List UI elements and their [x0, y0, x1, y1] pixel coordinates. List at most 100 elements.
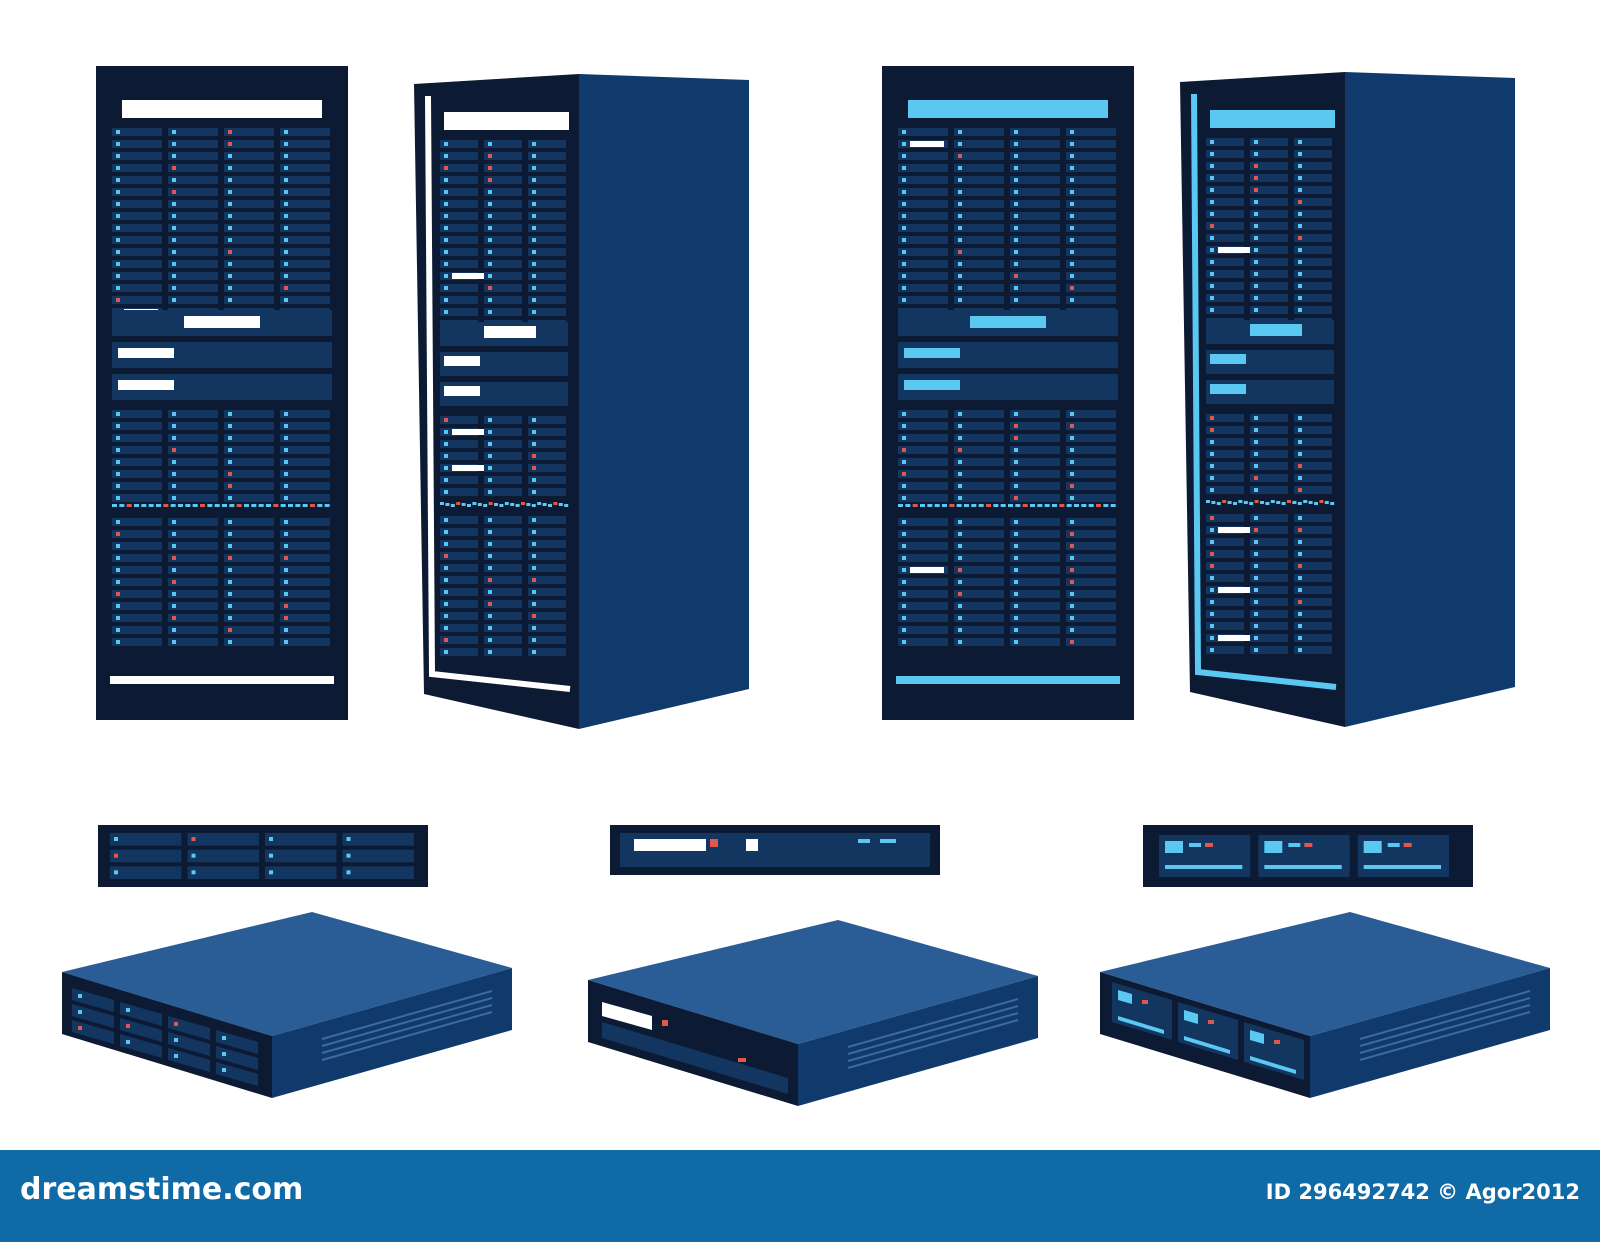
status-led — [488, 530, 492, 534]
status-led — [488, 310, 492, 314]
status-led — [532, 142, 536, 146]
status-led — [1298, 416, 1302, 420]
status-led — [902, 592, 906, 596]
status-led — [958, 238, 962, 242]
status-led — [228, 604, 232, 608]
status-led — [1254, 464, 1258, 468]
status-led — [172, 472, 176, 476]
drive-slot — [1066, 578, 1116, 586]
drive-slot — [280, 176, 330, 184]
status-led — [1210, 176, 1214, 180]
status-led — [284, 520, 288, 524]
status-led — [958, 532, 962, 536]
drive-slot — [1010, 422, 1060, 430]
drive-slot — [1250, 538, 1288, 546]
status-led — [1070, 226, 1074, 230]
status-led — [1254, 516, 1258, 520]
activity-bar — [910, 141, 944, 147]
status-led — [1304, 843, 1313, 847]
drive-bay — [110, 849, 182, 863]
status-led — [488, 578, 492, 582]
status-led — [902, 412, 906, 416]
status-led — [228, 496, 232, 500]
drive-slot — [1294, 306, 1332, 314]
drive-slot — [1294, 562, 1332, 570]
drive-slot — [1206, 562, 1244, 570]
status-led — [532, 554, 536, 558]
drive-slot — [1250, 198, 1288, 206]
brand-logo[interactable]: dreamstime.com — [20, 1172, 304, 1207]
divider-dot — [1227, 501, 1232, 504]
status-led — [1070, 520, 1074, 524]
drive-slot — [1010, 140, 1060, 148]
vent-line — [321, 1004, 493, 1054]
divider-dot — [1330, 502, 1335, 505]
status-led — [172, 154, 176, 158]
status-led — [532, 190, 536, 194]
drive-slot — [1250, 186, 1288, 194]
status-led — [284, 166, 288, 170]
status-led — [284, 190, 288, 194]
status-led — [532, 650, 536, 654]
drive-slot — [224, 590, 274, 598]
drive-slot — [1206, 622, 1244, 630]
status-led — [1254, 540, 1258, 544]
drive-slot — [1066, 590, 1116, 598]
status-led — [444, 578, 448, 582]
divider-dot — [273, 504, 279, 507]
divider-dot — [927, 504, 933, 507]
drive-slot — [280, 422, 330, 430]
status-led — [269, 853, 273, 858]
drive-slot — [898, 614, 948, 622]
drive-bay — [168, 1048, 210, 1072]
status-led — [1210, 272, 1214, 276]
divider-dot — [949, 504, 955, 507]
status-led — [1210, 164, 1214, 168]
drive-slot — [484, 540, 522, 548]
drive-slot — [1206, 438, 1244, 446]
author-name[interactable]: Agor2012 — [1465, 1180, 1580, 1204]
drive-slot — [1010, 284, 1060, 292]
status-led — [1210, 236, 1214, 240]
status-led — [532, 226, 536, 230]
drive-slot — [484, 176, 522, 184]
drive-slot — [440, 576, 478, 584]
drive-slot — [280, 518, 330, 526]
drive-bay — [120, 1002, 162, 1026]
drive-slot — [528, 416, 566, 424]
status-led — [958, 604, 962, 608]
drive-slot — [440, 612, 478, 620]
status-led — [284, 448, 288, 452]
status-led — [284, 580, 288, 584]
drive-slot — [280, 152, 330, 160]
status-led — [1298, 152, 1302, 156]
status-led — [1298, 272, 1302, 276]
unit-label — [444, 386, 480, 396]
divider-dot — [1074, 504, 1079, 507]
drive-slot — [168, 260, 218, 268]
status-led — [902, 214, 906, 218]
drive-slot — [898, 458, 948, 466]
drive-slot — [954, 224, 1004, 232]
divider-dot — [1037, 504, 1043, 507]
drive-slot — [168, 446, 218, 454]
drive-slot — [168, 176, 218, 184]
status-led — [116, 262, 120, 266]
drive-slot — [1294, 426, 1332, 434]
drive-slot — [1250, 246, 1288, 254]
status-led — [532, 590, 536, 594]
drive-slot — [1206, 222, 1244, 230]
drive-slot — [1206, 258, 1244, 266]
status-led — [444, 466, 448, 470]
status-led — [1070, 580, 1074, 584]
drive-slot — [1206, 162, 1244, 170]
status-led — [284, 202, 288, 206]
status-led — [1070, 472, 1074, 476]
drive-slot — [224, 272, 274, 280]
module-display — [1264, 841, 1283, 853]
status-led — [172, 202, 176, 206]
drive-slot — [168, 638, 218, 646]
drive-slot — [224, 626, 274, 634]
status-led — [444, 226, 448, 230]
status-led — [284, 484, 288, 488]
